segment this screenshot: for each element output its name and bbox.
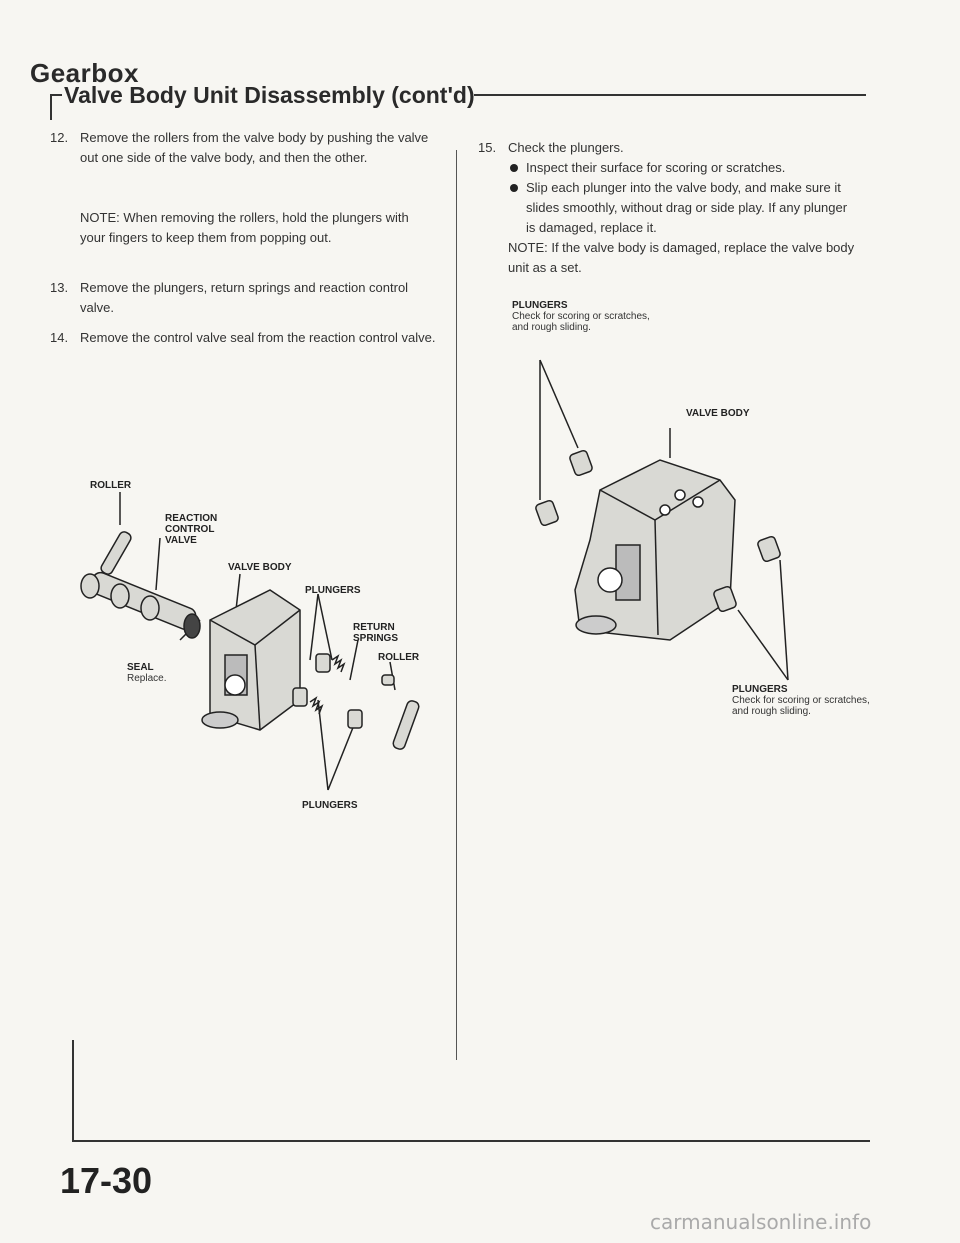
seal-label: SEAL [127,662,154,673]
step-number: 13. [50,280,69,295]
label-seal: SEAL Replace. [127,662,166,684]
label-plungers-top: PLUNGERS [305,585,361,596]
subsection-title: Valve Body Unit Disassembly (cont'd) [64,82,475,108]
footer-rule [72,1140,870,1142]
label-reaction-control-valve: REACTION CONTROL VALVE [165,513,218,546]
step-12: 12. Remove the rollers from the valve bo… [50,128,440,168]
step-text: Remove the plungers, return springs and … [80,280,409,315]
plungers-note: Check for scoring or scratches, and roug… [512,311,650,333]
step-text: Check the plungers. [508,140,624,155]
step-text: Remove the rollers from the valve body b… [80,130,429,165]
label-valve-body: VALVE BODY [228,562,292,573]
step-13: 13. Remove the plungers, return springs … [50,278,440,318]
note-rollers: NOTE: When removing the rollers, hold th… [80,210,409,245]
seal-note: Replace. [127,673,167,684]
plungers-label: PLUNGERS [732,684,788,695]
step-number: 12. [50,130,69,145]
step-number: 15. [478,140,497,155]
label-valve-body-right: VALVE BODY [686,408,750,419]
label-plungers-bottom-right: PLUNGERS Check for scoring or scratches,… [732,684,872,717]
label-return-springs: RETURN SPRINGS [353,622,399,644]
step-15: 15. Check the plungers. Inspect their su… [478,138,858,238]
check-item: Slip each plunger into the valve body, a… [508,178,858,238]
footer-bracket-vertical [72,1040,74,1142]
section-title: Gearbox [30,58,139,88]
step-text: Remove the control valve seal from the r… [80,330,436,345]
note-valve-body: NOTE: If the valve body is damaged, repl… [508,240,855,275]
step-14: 14. Remove the control valve seal from t… [50,328,440,348]
plungers-note: Check for scoring or scratches, and roug… [732,695,870,717]
label-roller-top: ROLLER [90,480,132,491]
plungers-label: PLUNGERS [512,300,568,311]
check-item: Inspect their surface for scoring or scr… [508,158,858,178]
valve-body-exploded-figure [80,492,420,791]
header-rule [474,94,866,96]
label-plungers-bottom: PLUNGERS [302,800,358,811]
label-plungers-top-right: PLUNGERS Check for scoring or scratches,… [512,300,652,333]
check-list: Inspect their surface for scoring or scr… [508,158,858,238]
valve-body-plungers-figure [535,359,789,681]
column-divider [456,150,457,1060]
header-bracket-horizontal [50,94,62,96]
page-number: 17-30 [60,1160,153,1201]
header-bracket-vertical [50,94,52,120]
label-roller-right: ROLLER [378,652,420,663]
step-number: 14. [50,330,69,345]
watermark: carmanualsonline.info [650,1210,872,1234]
